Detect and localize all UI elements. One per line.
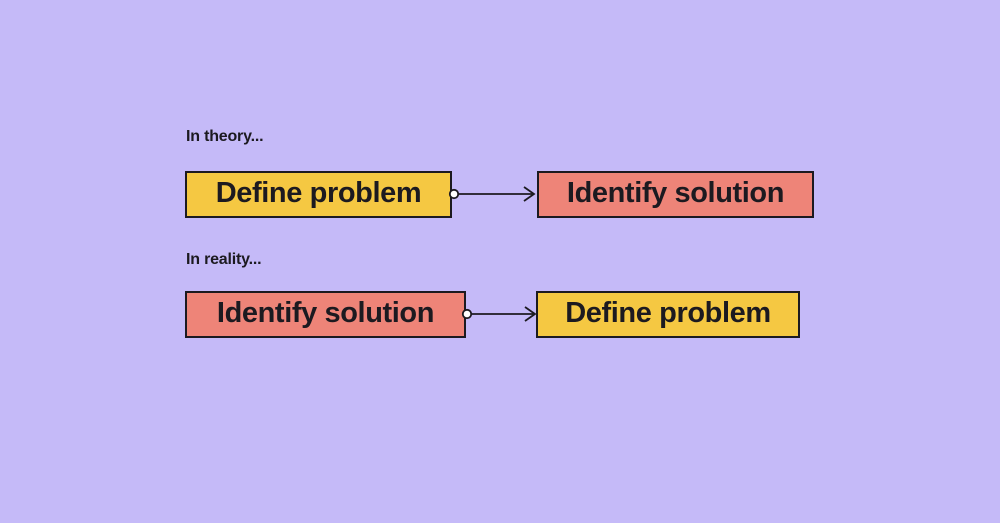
theory-from-box-label: Define problem: [215, 177, 422, 209]
reality-from-box-label: Identify solution: [216, 297, 435, 329]
row-theory-label: In theory...: [186, 128, 264, 145]
reality-from-box: Identify solution: [185, 291, 466, 338]
arrow-start-dot-icon: [461, 308, 473, 320]
row-reality-label: In reality...: [186, 251, 262, 268]
arrow-head-icon: [523, 186, 536, 202]
theory-to-box-label: Identify solution: [566, 177, 785, 209]
reality-to-box: Define problem: [536, 291, 800, 338]
reality-to-box-label: Define problem: [565, 297, 771, 329]
theory-arrow-connector: [448, 186, 536, 202]
arrow-start-dot-icon: [448, 188, 460, 200]
theory-from-box: Define problem: [185, 171, 452, 218]
theory-to-box: Identify solution: [537, 171, 814, 218]
reality-arrow-connector: [461, 306, 537, 322]
arrow-head-icon: [524, 306, 537, 322]
